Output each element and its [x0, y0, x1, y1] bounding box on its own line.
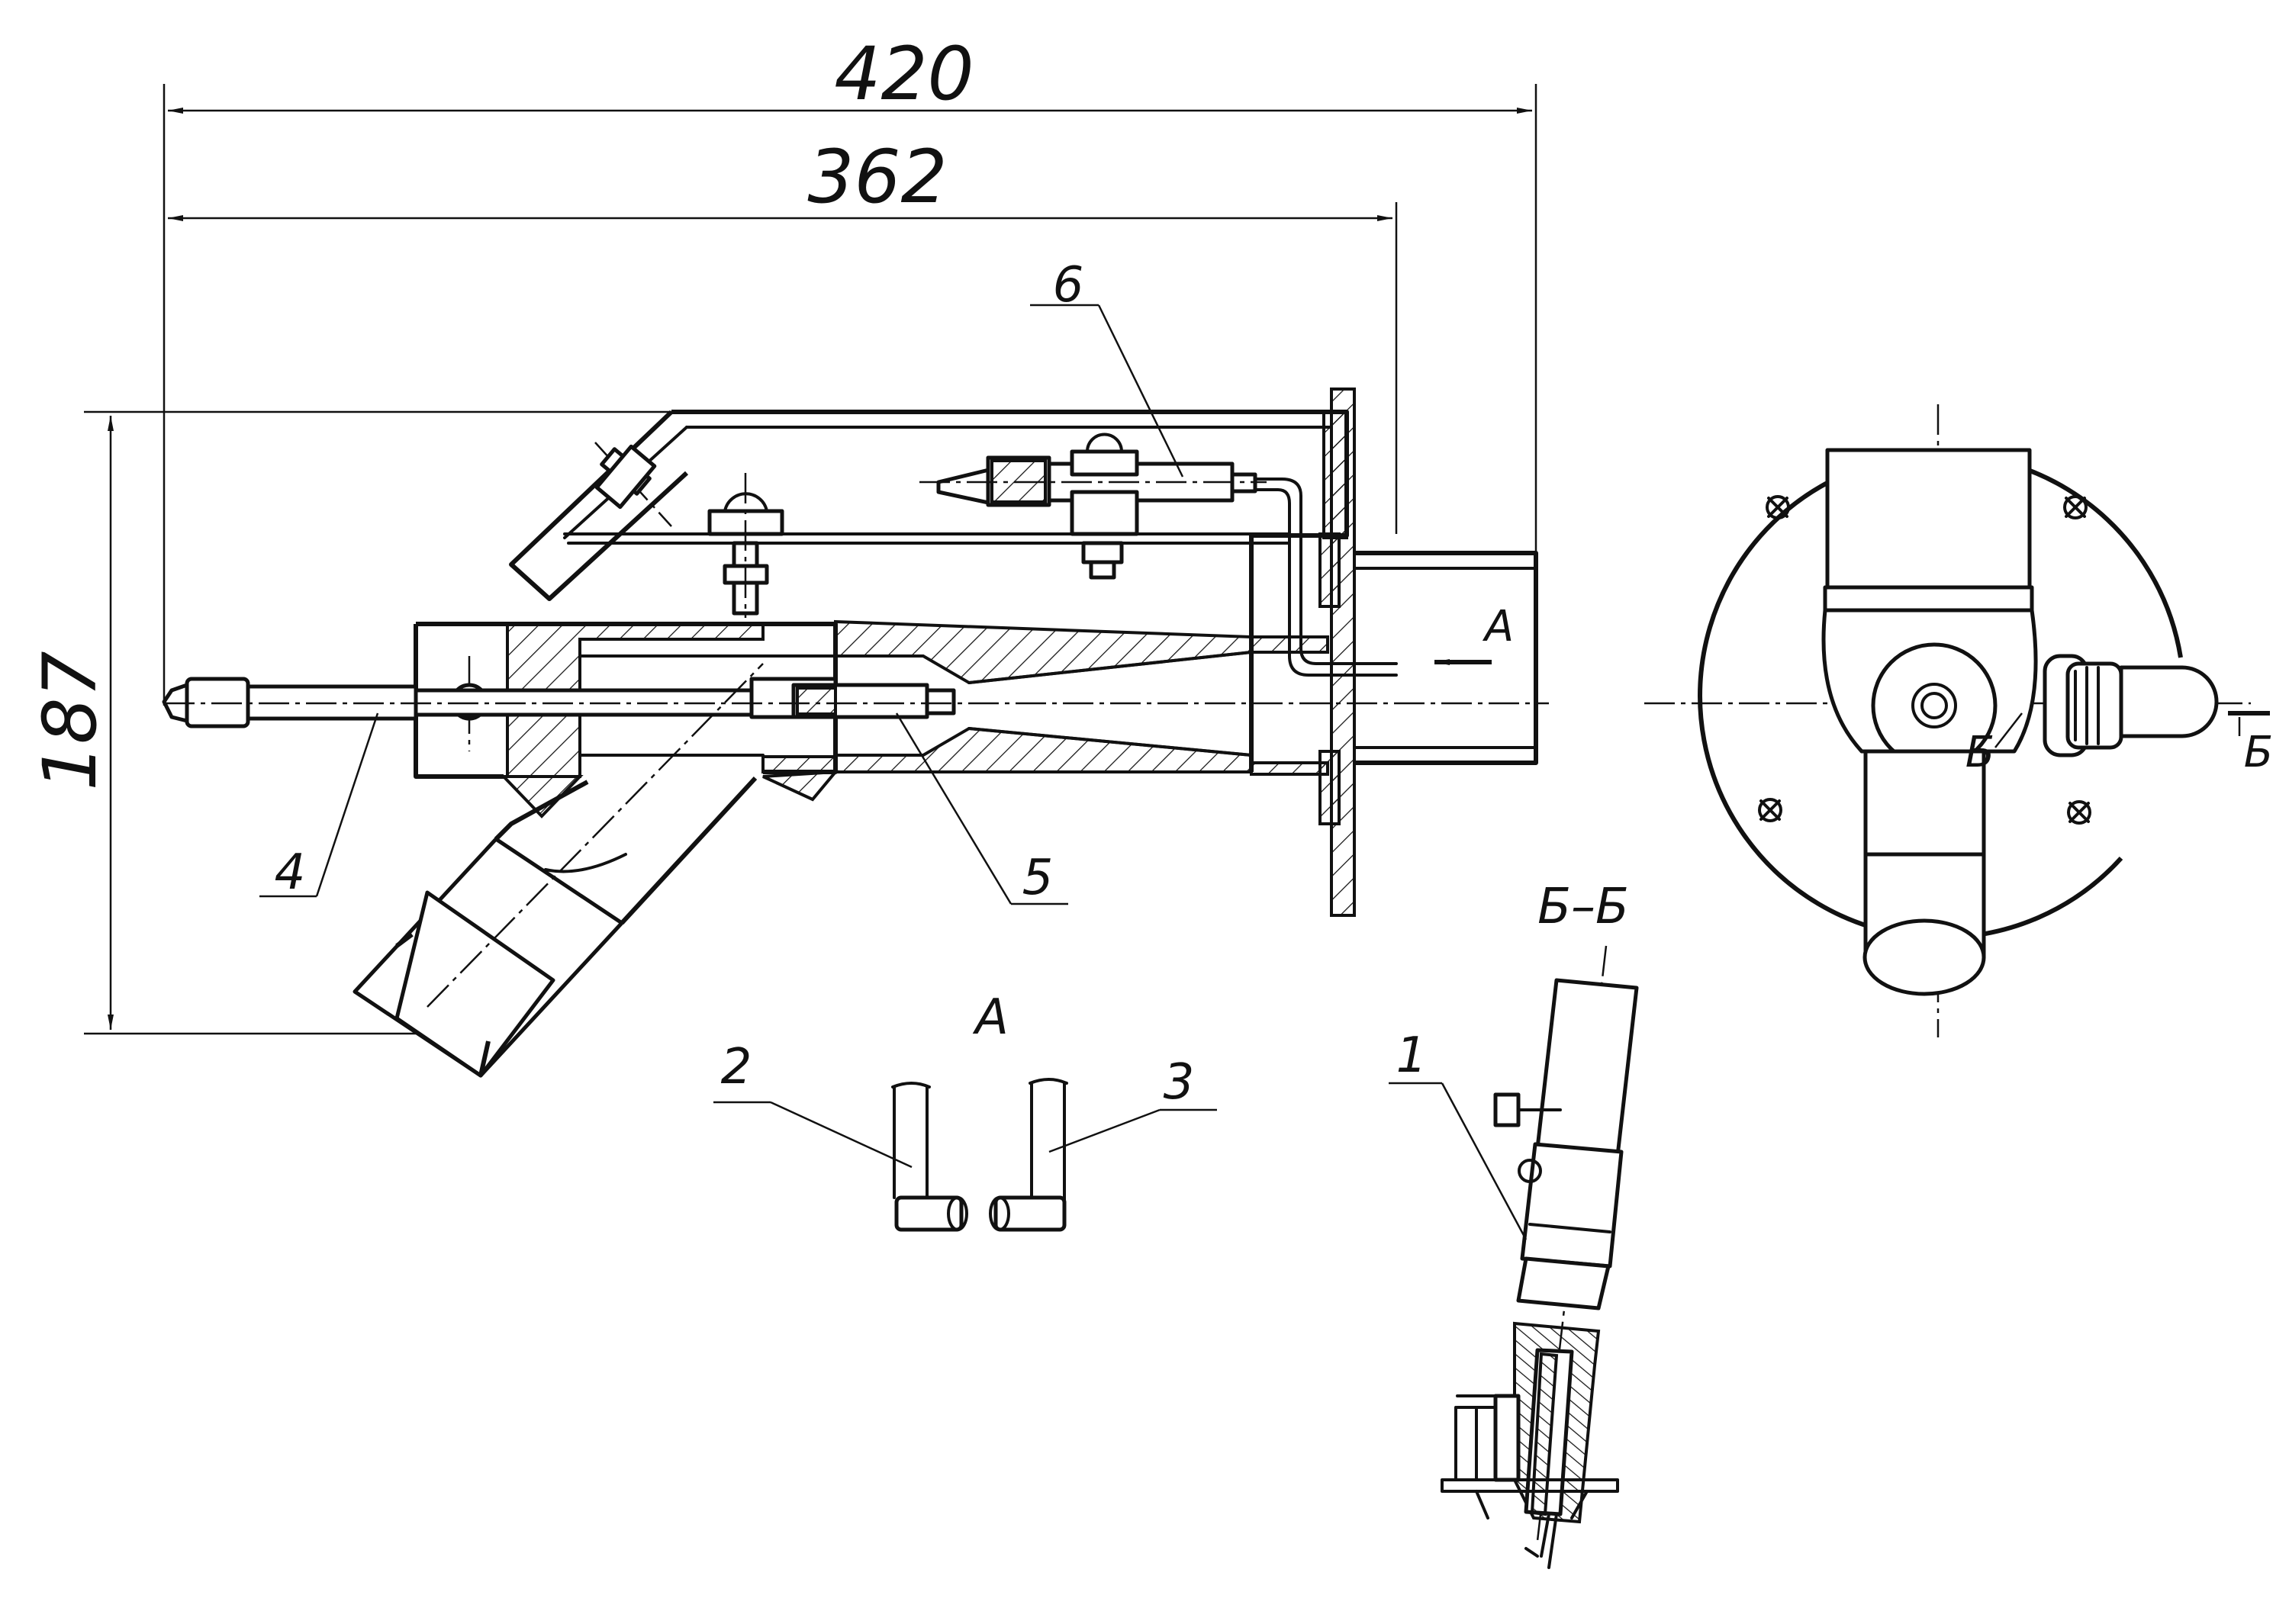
- electrode-3: [989, 1078, 1068, 1232]
- nozzle-5: [749, 677, 956, 719]
- view-a-title: A: [972, 989, 1009, 1046]
- mounting-flange: [1330, 388, 1356, 917]
- bolt-hole-icon: [1758, 798, 1782, 822]
- screw-icon: [594, 444, 657, 510]
- callout-4: 4: [259, 712, 379, 901]
- air-inlet-branch: [353, 663, 839, 1078]
- bolt-hole-icon: [2063, 495, 2088, 519]
- callout-1-text: 1: [1396, 1027, 1428, 1084]
- callout-2-text: 2: [721, 1039, 752, 1095]
- section-b-b: Б–Б: [1441, 879, 1639, 1569]
- bolt-hole-icon: [1766, 495, 1790, 519]
- cut-letter-left: Б: [1965, 728, 1994, 777]
- dim-362-text: 362: [807, 134, 947, 220]
- cut-letter-right: Б: [2244, 728, 2273, 777]
- electrode-2: [891, 1082, 968, 1232]
- dimension-420: 420: [163, 31, 1537, 706]
- end-view-electrode: [2043, 654, 2219, 757]
- view-a-arrow-letter: A: [1483, 602, 1514, 651]
- callout-3-text: 3: [1164, 1054, 1195, 1111]
- callout-4-text: 4: [275, 844, 306, 901]
- section-b-b-title: Б–Б: [1537, 879, 1629, 935]
- callout-6: 6: [1030, 257, 1184, 478]
- electrode-holder-6: [919, 433, 1398, 677]
- dim-187-text: 187: [27, 651, 113, 790]
- callout-6-text: 6: [1053, 257, 1084, 314]
- bolt-icon: [707, 473, 784, 618]
- callout-5-text: 5: [1022, 850, 1054, 906]
- callout-5: 5: [895, 712, 1068, 906]
- end-view: Б Б: [1644, 404, 2273, 1037]
- callout-1: 1: [1389, 1027, 1528, 1240]
- callout-2: 2: [713, 1039, 913, 1169]
- main-section-view: A: [162, 388, 1549, 1078]
- bolt-hole-icon: [2067, 800, 2091, 825]
- nut-icon: [1081, 541, 1124, 580]
- dim-420-text: 420: [834, 31, 974, 117]
- view-a: A: [891, 989, 1068, 1232]
- callout-3: 3: [1048, 1054, 1217, 1153]
- dimension-362: 362: [168, 134, 1398, 534]
- side-bolt-icon: [1493, 1092, 1562, 1183]
